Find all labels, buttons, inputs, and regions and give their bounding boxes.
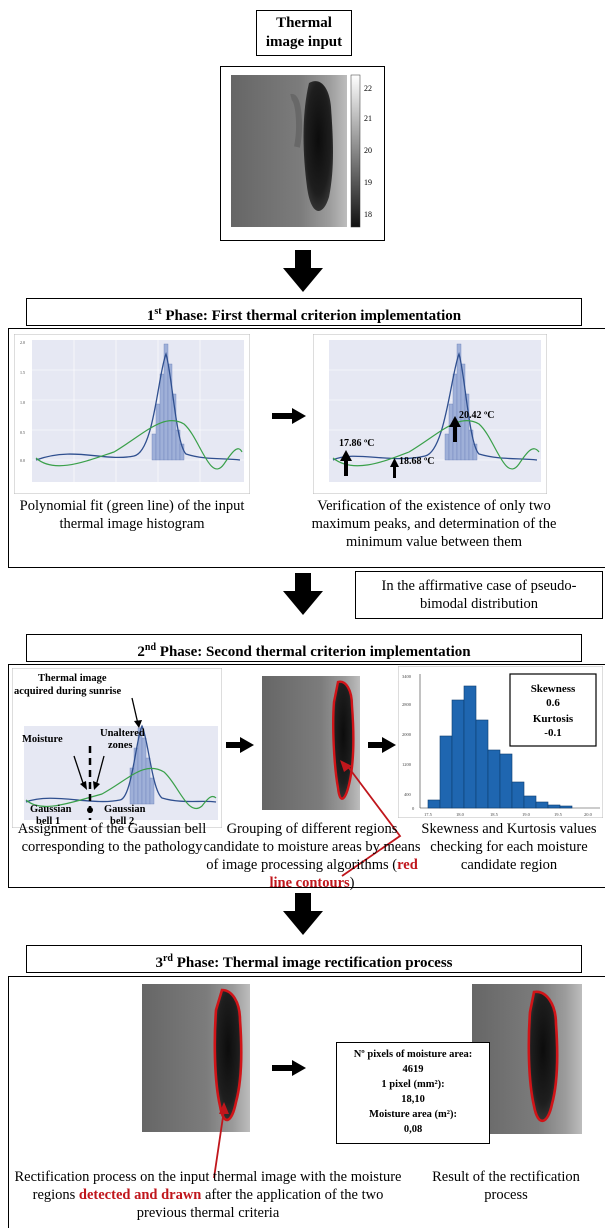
svg-text:1.0: 1.0 <box>20 400 25 405</box>
colorbar-tick: 19 <box>364 178 372 187</box>
phase2-title: 2nd Phase: Second thermal criterion impl… <box>26 634 582 662</box>
red-contours-label: red line contours <box>269 857 418 891</box>
hist-ytick: 400 <box>404 792 412 797</box>
peak2-label: 20.42 ºC <box>459 410 495 421</box>
colorbar <box>350 74 361 228</box>
colorbar-tick: 21 <box>364 114 372 123</box>
phase2-caption-right: Skewness and Kurtosis values checking fo… <box>421 821 597 873</box>
phase3-caption-left: Rectification process on the input therm… <box>14 1169 402 1221</box>
moisture-info-box: Nº pixels of moisture area: 4619 1 pixel… <box>336 1042 490 1144</box>
red-pointer-line <box>340 760 402 877</box>
label-unaltered-line1: Unaltered <box>100 728 145 739</box>
info-pixel-label: 1 pixel (mm²): <box>381 1079 445 1090</box>
info-pixels-value: 4619 <box>402 1064 424 1075</box>
phase1-histogram-fit-chart: 2.0 1.5 1.0 0.5 0.0 <box>14 334 250 494</box>
phase1-title: 1st Phase: First thermal criterion imple… <box>26 298 582 326</box>
hist-ytick: 0 <box>412 806 415 811</box>
hist-xtick: 19.0 <box>522 812 531 817</box>
detected-drawn-label: detected and drawn <box>78 1187 202 1203</box>
label-bell2-line1: Gaussian <box>104 804 146 815</box>
min-label: 18.68 ºC <box>399 456 435 467</box>
input-title-line1: Thermal <box>276 15 332 31</box>
down-arrow <box>283 573 323 615</box>
colorbar-tick: 20 <box>364 146 372 155</box>
phase3-input-image <box>142 984 250 1132</box>
input-title-box: Thermal image input <box>256 10 352 56</box>
hist-xtick: 19.5 <box>554 812 563 817</box>
hist-xtick: 17.5 <box>424 812 433 817</box>
info-pixel-value: 18,10 <box>401 1094 425 1105</box>
hist-ytick: 3400 <box>402 674 412 679</box>
right-arrow <box>368 737 396 753</box>
hist-xtick: 20.0 <box>584 812 593 817</box>
label-bell1-line1: Gaussian <box>30 804 72 815</box>
svg-text:1.5: 1.5 <box>20 370 25 375</box>
input-thermal-image: 22 21 20 19 18 <box>231 74 372 228</box>
affirmative-condition-box: In the affirmative case of pseudo-bimoda… <box>355 571 603 619</box>
hist-xtick: 18.0 <box>456 812 465 817</box>
right-arrow <box>272 1060 306 1076</box>
hist-xtick: 18.5 <box>490 812 499 817</box>
info-pixels-label: Nº pixels of moisture area: <box>353 1049 473 1060</box>
input-title-line2: image input <box>265 34 343 50</box>
label-thermal-line2: acquired during sunrise <box>14 686 122 697</box>
phase1-caption-left: Polynomial fit (green line) of the input… <box>19 498 245 532</box>
red-pointer-line <box>213 1102 229 1179</box>
stats-skewness-value: 0.6 <box>546 697 560 709</box>
label-unaltered-line2: zones <box>108 740 133 751</box>
right-arrow <box>226 737 254 753</box>
colorbar-tick: 18 <box>364 210 372 219</box>
label-bell1-line2: bell 1 <box>36 816 60 827</box>
hist-ytick: 2000 <box>402 732 412 737</box>
phase2-caption-mid: Grouping of different regions candidate … <box>203 821 421 891</box>
phase3-caption-right: Result of the rectification process <box>432 1169 580 1203</box>
stats-box <box>509 673 597 747</box>
stats-kurtosis-value: -0.1 <box>544 727 561 739</box>
svg-text:0.5: 0.5 <box>20 430 25 435</box>
label-bell2-line2: bell 2 <box>110 816 134 827</box>
phase3-title: 3rd Phase: Thermal image rectification p… <box>26 945 582 973</box>
svg-text:0.0: 0.0 <box>20 458 25 463</box>
phase2-contour-image <box>262 676 360 810</box>
affirmative-text: In the affirmative case of pseudo-bimoda… <box>381 578 577 612</box>
phase2-gaussian-chart: Thermal image acquired during sunrise Mo… <box>12 668 222 828</box>
colorbar-tick: 22 <box>364 84 372 93</box>
down-arrow <box>283 893 323 935</box>
stats-skewness-label: Skewness <box>531 683 576 695</box>
phase2-stats-histogram: 3400 2800 2000 1200 400 0 17.5 18.0 18.5… <box>398 666 603 818</box>
down-arrow <box>283 250 323 292</box>
phase1-peaks-chart: 17.86 ºC 18.68 ºC 20.42 ºC <box>313 334 547 494</box>
stats-kurtosis-label: Kurtosis <box>533 713 574 725</box>
label-moisture: Moisture <box>22 734 63 745</box>
info-area-label: Moisture area (m²): <box>369 1109 457 1120</box>
right-arrow <box>272 408 306 424</box>
hist-ytick: 2800 <box>402 702 412 707</box>
phase2-caption-left: Assignment of the Gaussian bell correspo… <box>17 821 207 855</box>
peak1-label: 17.86 ºC <box>339 438 375 449</box>
info-area-value: 0,08 <box>403 1124 423 1135</box>
hist-ytick: 1200 <box>402 762 412 767</box>
phase1-caption-right: Verification of the existence of only tw… <box>311 498 557 550</box>
input-image-frame: 22 21 20 19 18 <box>220 66 385 241</box>
label-thermal-line1: Thermal image <box>38 673 107 684</box>
svg-text:2.0: 2.0 <box>20 340 25 345</box>
phase3-result-image <box>472 984 582 1134</box>
